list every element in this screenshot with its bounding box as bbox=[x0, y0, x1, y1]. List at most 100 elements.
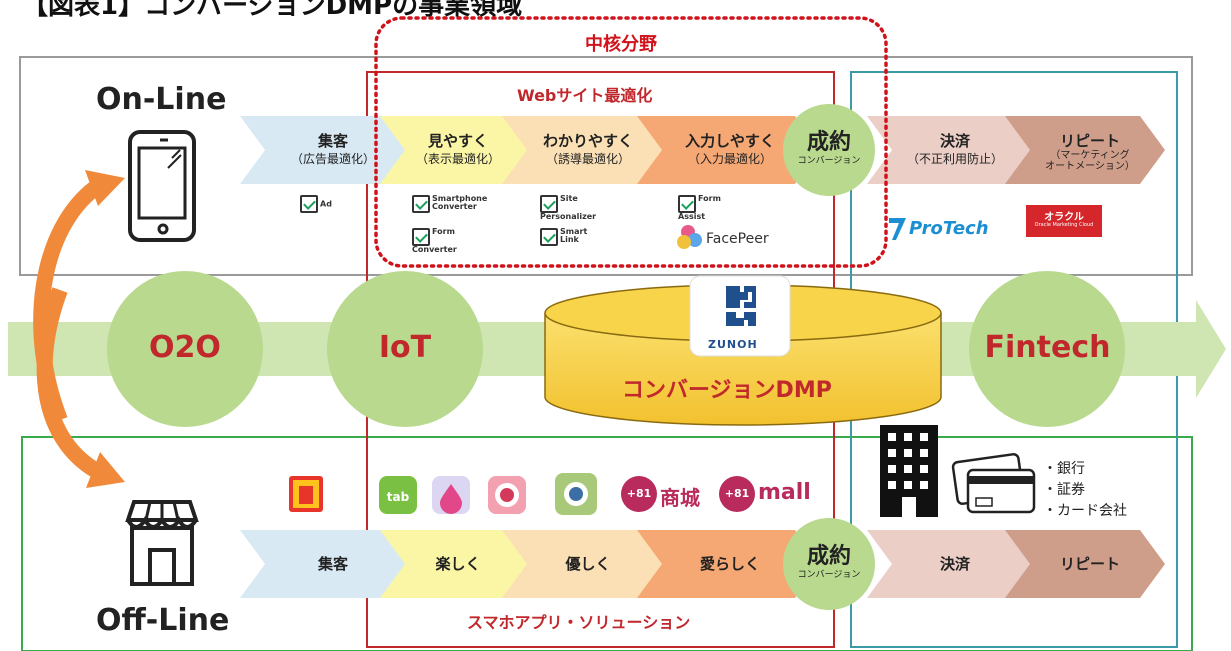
online-step-repeat: リピート（マーケティング オートメーション） bbox=[1025, 132, 1155, 172]
form-converter-text: Form Converter bbox=[412, 227, 457, 254]
online-step-payment: 決済 （不正利用防止） bbox=[890, 132, 1020, 168]
online-chevron-5 bbox=[867, 116, 1035, 184]
online-conversion-circle bbox=[783, 104, 875, 196]
online-step-attract-sub: （広告最適化） bbox=[290, 152, 375, 166]
plus81-mall-icon bbox=[719, 476, 755, 512]
online-step-payment-sub: （不正利用防止） bbox=[906, 152, 1003, 166]
finance-item-card: ・カード会社 bbox=[1043, 503, 1127, 519]
smartphone-converter-logo: Smartphone Converter bbox=[412, 195, 487, 213]
offline-label: Off-Line bbox=[96, 603, 230, 638]
offline-conversion-title: 成約 bbox=[806, 544, 851, 569]
online-chevron-2 bbox=[380, 116, 530, 184]
oracle-logo-box bbox=[1026, 205, 1102, 237]
credit-card-icon bbox=[951, 453, 1036, 514]
online-step-input: 入力しやすく （入力最適化） bbox=[660, 132, 800, 168]
online-conversion-title: 成約 bbox=[806, 130, 851, 155]
offline-conversion-circle bbox=[783, 518, 875, 610]
online-frame bbox=[19, 56, 1193, 276]
zunoh-logo bbox=[689, 275, 791, 357]
online-label: On-Line bbox=[96, 82, 227, 117]
o2o-label: O2O bbox=[149, 330, 221, 365]
protech-mark bbox=[889, 218, 906, 240]
offline-step-kind: 優しく bbox=[565, 555, 611, 573]
offline-chevron-3 bbox=[502, 530, 665, 598]
shop-text: 商城 bbox=[660, 486, 700, 510]
o2o-arrow-down bbox=[36, 287, 100, 477]
app-icon-tab bbox=[379, 476, 417, 514]
core-domain-frame bbox=[374, 16, 888, 268]
check-icon bbox=[540, 228, 558, 246]
offline-frame bbox=[21, 436, 1193, 651]
building-icon bbox=[880, 425, 938, 517]
o2o-circle bbox=[107, 271, 263, 427]
form-assist-text: Form Assist bbox=[678, 194, 721, 221]
fintech-label: Fintech bbox=[984, 330, 1111, 365]
offline-chevron-5 bbox=[867, 530, 1035, 598]
finance-item-securities: ・証券 bbox=[1043, 482, 1085, 498]
check-icon bbox=[300, 195, 318, 213]
app-solution-label: スマホアプリ・ソリューション bbox=[467, 613, 691, 632]
iot-circle bbox=[327, 271, 483, 427]
offline-step-payment: 決済 bbox=[939, 555, 970, 573]
web-optimization-label: Webサイト最適化 bbox=[517, 86, 653, 105]
online-step-payment-title: 決済 bbox=[939, 132, 970, 150]
online-step-understand: わかりやすく （誘導最適化） bbox=[522, 132, 654, 168]
online-step-input-title: 入力しやすく bbox=[685, 132, 775, 150]
core-domain-label: 中核分野 bbox=[585, 34, 657, 55]
online-step-understand-sub: （誘導最適化） bbox=[545, 152, 630, 166]
offline-chevron-4 bbox=[637, 530, 820, 598]
online-chevron-4 bbox=[637, 116, 820, 184]
offline-conversion-sub: コンバージョン bbox=[797, 570, 861, 580]
online-conversion: 成約コンバージョン bbox=[790, 131, 868, 167]
online-step-input-sub: （入力最適化） bbox=[687, 152, 772, 166]
smartphone-icon bbox=[128, 130, 196, 242]
offline-step-repeat: リピート bbox=[1059, 555, 1120, 573]
check-icon bbox=[540, 195, 558, 213]
figure-caption: 【図表1】コンバージョンDMPの事業領域 bbox=[22, 0, 523, 21]
facepeer-logo-text: FacePeer bbox=[706, 231, 769, 247]
smartphone-converter-text: Smartphone Converter bbox=[432, 194, 488, 211]
offline-chevron-2 bbox=[380, 530, 530, 598]
fintech-circle bbox=[969, 271, 1125, 427]
plus81-mall-text: +81 bbox=[724, 487, 750, 500]
offline-step-fun: 楽しく bbox=[435, 555, 481, 573]
form-assist-logo: Form Assist bbox=[678, 195, 721, 221]
oracle-logo-text: オラクル bbox=[1044, 212, 1084, 223]
ad-logo-text: Ad bbox=[320, 199, 332, 209]
plus81-shop-text: +81 bbox=[626, 487, 652, 500]
mall-text: mall bbox=[758, 480, 811, 505]
offline-chevron-6 bbox=[1005, 530, 1165, 598]
online-chevron-6 bbox=[1005, 116, 1165, 184]
offline-chevron-1 bbox=[240, 530, 410, 598]
dmp-cylinder bbox=[544, 284, 942, 426]
oracle-logo-sub: Oracle Marketing Cloud bbox=[1034, 222, 1094, 228]
dmp-label: コンバージョンDMP bbox=[622, 378, 832, 403]
facepeer-icon bbox=[677, 225, 702, 249]
iot-label: IoT bbox=[378, 330, 432, 365]
online-step-understand-title: わかりやすく bbox=[542, 132, 633, 150]
site-personalizer-logo: Site Personalizer bbox=[540, 195, 596, 221]
ad-logo: Ad bbox=[300, 195, 332, 213]
online-step-visible: 見やすく（表示最適化） bbox=[398, 132, 518, 168]
creditcard-text: CREDIT CARD bbox=[975, 488, 1021, 495]
online-step-attract-title: 集客 bbox=[317, 132, 348, 150]
online-step-repeat-title: リピート bbox=[1059, 132, 1120, 150]
check-icon bbox=[412, 228, 430, 246]
online-chevron-1 bbox=[240, 116, 410, 184]
online-step-attract: 集客 （広告最適化） bbox=[268, 132, 398, 168]
tab-app-text: tab bbox=[386, 490, 410, 504]
offline-step-attract: 集客 bbox=[317, 555, 348, 573]
smart-link-text: Smart Link bbox=[560, 227, 588, 244]
zunoh-label: ZUNOH bbox=[708, 338, 758, 351]
offline-step-lovely: 愛らしく bbox=[699, 555, 760, 573]
store-icon bbox=[125, 500, 199, 586]
protech-logo-text: ProTech bbox=[909, 218, 989, 239]
smart-link-logo: Smart Link bbox=[540, 228, 587, 246]
offline-conversion: 成約コンバージョン bbox=[790, 545, 868, 581]
online-step-visible-title: 見やすく bbox=[427, 132, 488, 150]
online-step-repeat-sub: （マーケティング オートメーション） bbox=[1045, 150, 1135, 172]
plus81-shop-icon bbox=[621, 476, 657, 512]
form-converter-logo: Form Converter bbox=[412, 228, 457, 254]
